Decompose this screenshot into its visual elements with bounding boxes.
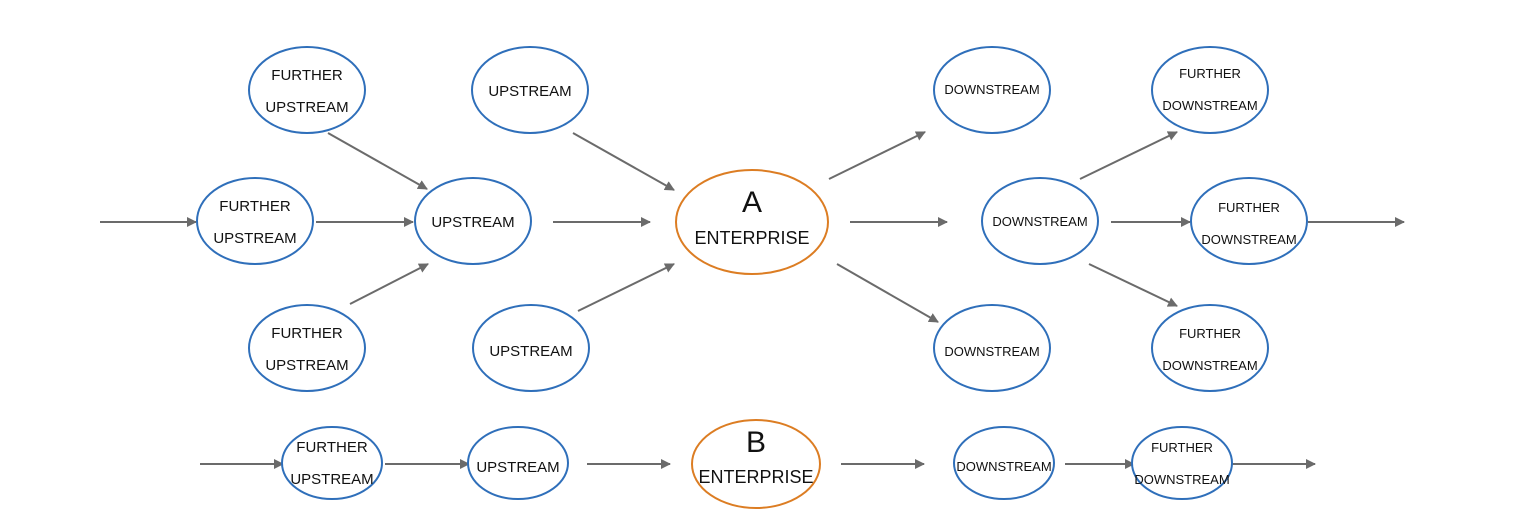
arrow-upstream-top-to-enterprise (572, 132, 675, 191)
node-further-downstream-bottom: FURTHER DOWNSTREAM (1151, 304, 1269, 392)
node-downstream-top: DOWNSTREAM (933, 46, 1051, 134)
arrow-downstream-to-fd-bottom (1088, 263, 1178, 307)
arrow-downstream-to-fd-top (1079, 131, 1178, 180)
node-label-line2: DOWNSTREAM (1162, 98, 1257, 113)
node-label-line2: UPSTREAM (265, 357, 348, 374)
node-further-downstream-mid: FURTHER DOWNSTREAM (1190, 177, 1308, 265)
node-label: DOWNSTREAM (944, 344, 1039, 359)
node-b-upstream: UPSTREAM (467, 426, 569, 500)
node-further-upstream-bottom: FURTHER UPSTREAM (248, 304, 366, 392)
node-label-line2: DOWNSTREAM (1201, 232, 1296, 247)
arrow-enterprise-to-downstream-top (828, 131, 926, 180)
arrow-fu-top-to-upstream (327, 132, 428, 190)
node-label: UPSTREAM (489, 343, 572, 360)
node-label: DOWNSTREAM (992, 214, 1087, 229)
node-label-line1: FURTHER (1218, 200, 1280, 215)
node-label: UPSTREAM (431, 214, 514, 231)
node-label-line2: UPSTREAM (290, 471, 373, 488)
node-label: DOWNSTREAM (944, 82, 1039, 97)
node-label-line1: FURTHER (271, 67, 343, 84)
node-label-line1: FURTHER (219, 198, 291, 215)
node-upstream-bottom: UPSTREAM (472, 304, 590, 392)
node-label-line1: FURTHER (1179, 66, 1241, 81)
arrow-enterprise-to-downstream-bottom (836, 263, 939, 323)
arrow-fu-bottom-to-upstream (349, 263, 429, 305)
node-label: UPSTREAM (488, 83, 571, 100)
node-b-downstream: DOWNSTREAM (953, 426, 1055, 500)
node-further-upstream-mid: FURTHER UPSTREAM (196, 177, 314, 265)
node-upstream-mid: UPSTREAM (414, 177, 532, 265)
node-label-line2: DOWNSTREAM (1134, 472, 1229, 487)
node-downstream-bottom: DOWNSTREAM (933, 304, 1051, 392)
enterprise-label: ENTERPRISE (694, 228, 809, 248)
node-label-line1: FURTHER (1179, 326, 1241, 341)
node-label-line1: FURTHER (296, 439, 368, 456)
enterprise-label: ENTERPRISE (698, 467, 813, 487)
diagram-a-arrows (100, 131, 1405, 323)
node-label-line2: DOWNSTREAM (1162, 358, 1257, 373)
node-label-line2: UPSTREAM (213, 230, 296, 247)
node-label-line2: UPSTREAM (265, 99, 348, 116)
node-b-further-upstream: FURTHER UPSTREAM (281, 426, 383, 500)
node-enterprise-a: A ENTERPRISE (675, 169, 829, 275)
node-downstream-mid: DOWNSTREAM (981, 177, 1099, 265)
enterprise-letter: A (742, 186, 762, 219)
enterprise-letter: B (746, 426, 766, 459)
node-further-upstream-top: FURTHER UPSTREAM (248, 46, 366, 134)
node-label: DOWNSTREAM (956, 459, 1051, 474)
node-label-line1: FURTHER (1151, 440, 1213, 455)
node-enterprise-b: B ENTERPRISE (691, 419, 821, 509)
node-b-further-downstream: FURTHER DOWNSTREAM (1131, 426, 1233, 500)
node-label-line1: FURTHER (271, 325, 343, 342)
node-label: UPSTREAM (476, 459, 559, 476)
node-upstream-top: UPSTREAM (471, 46, 589, 134)
node-further-downstream-top: FURTHER DOWNSTREAM (1151, 46, 1269, 134)
arrow-upstream-bottom-to-enterprise (577, 263, 675, 312)
